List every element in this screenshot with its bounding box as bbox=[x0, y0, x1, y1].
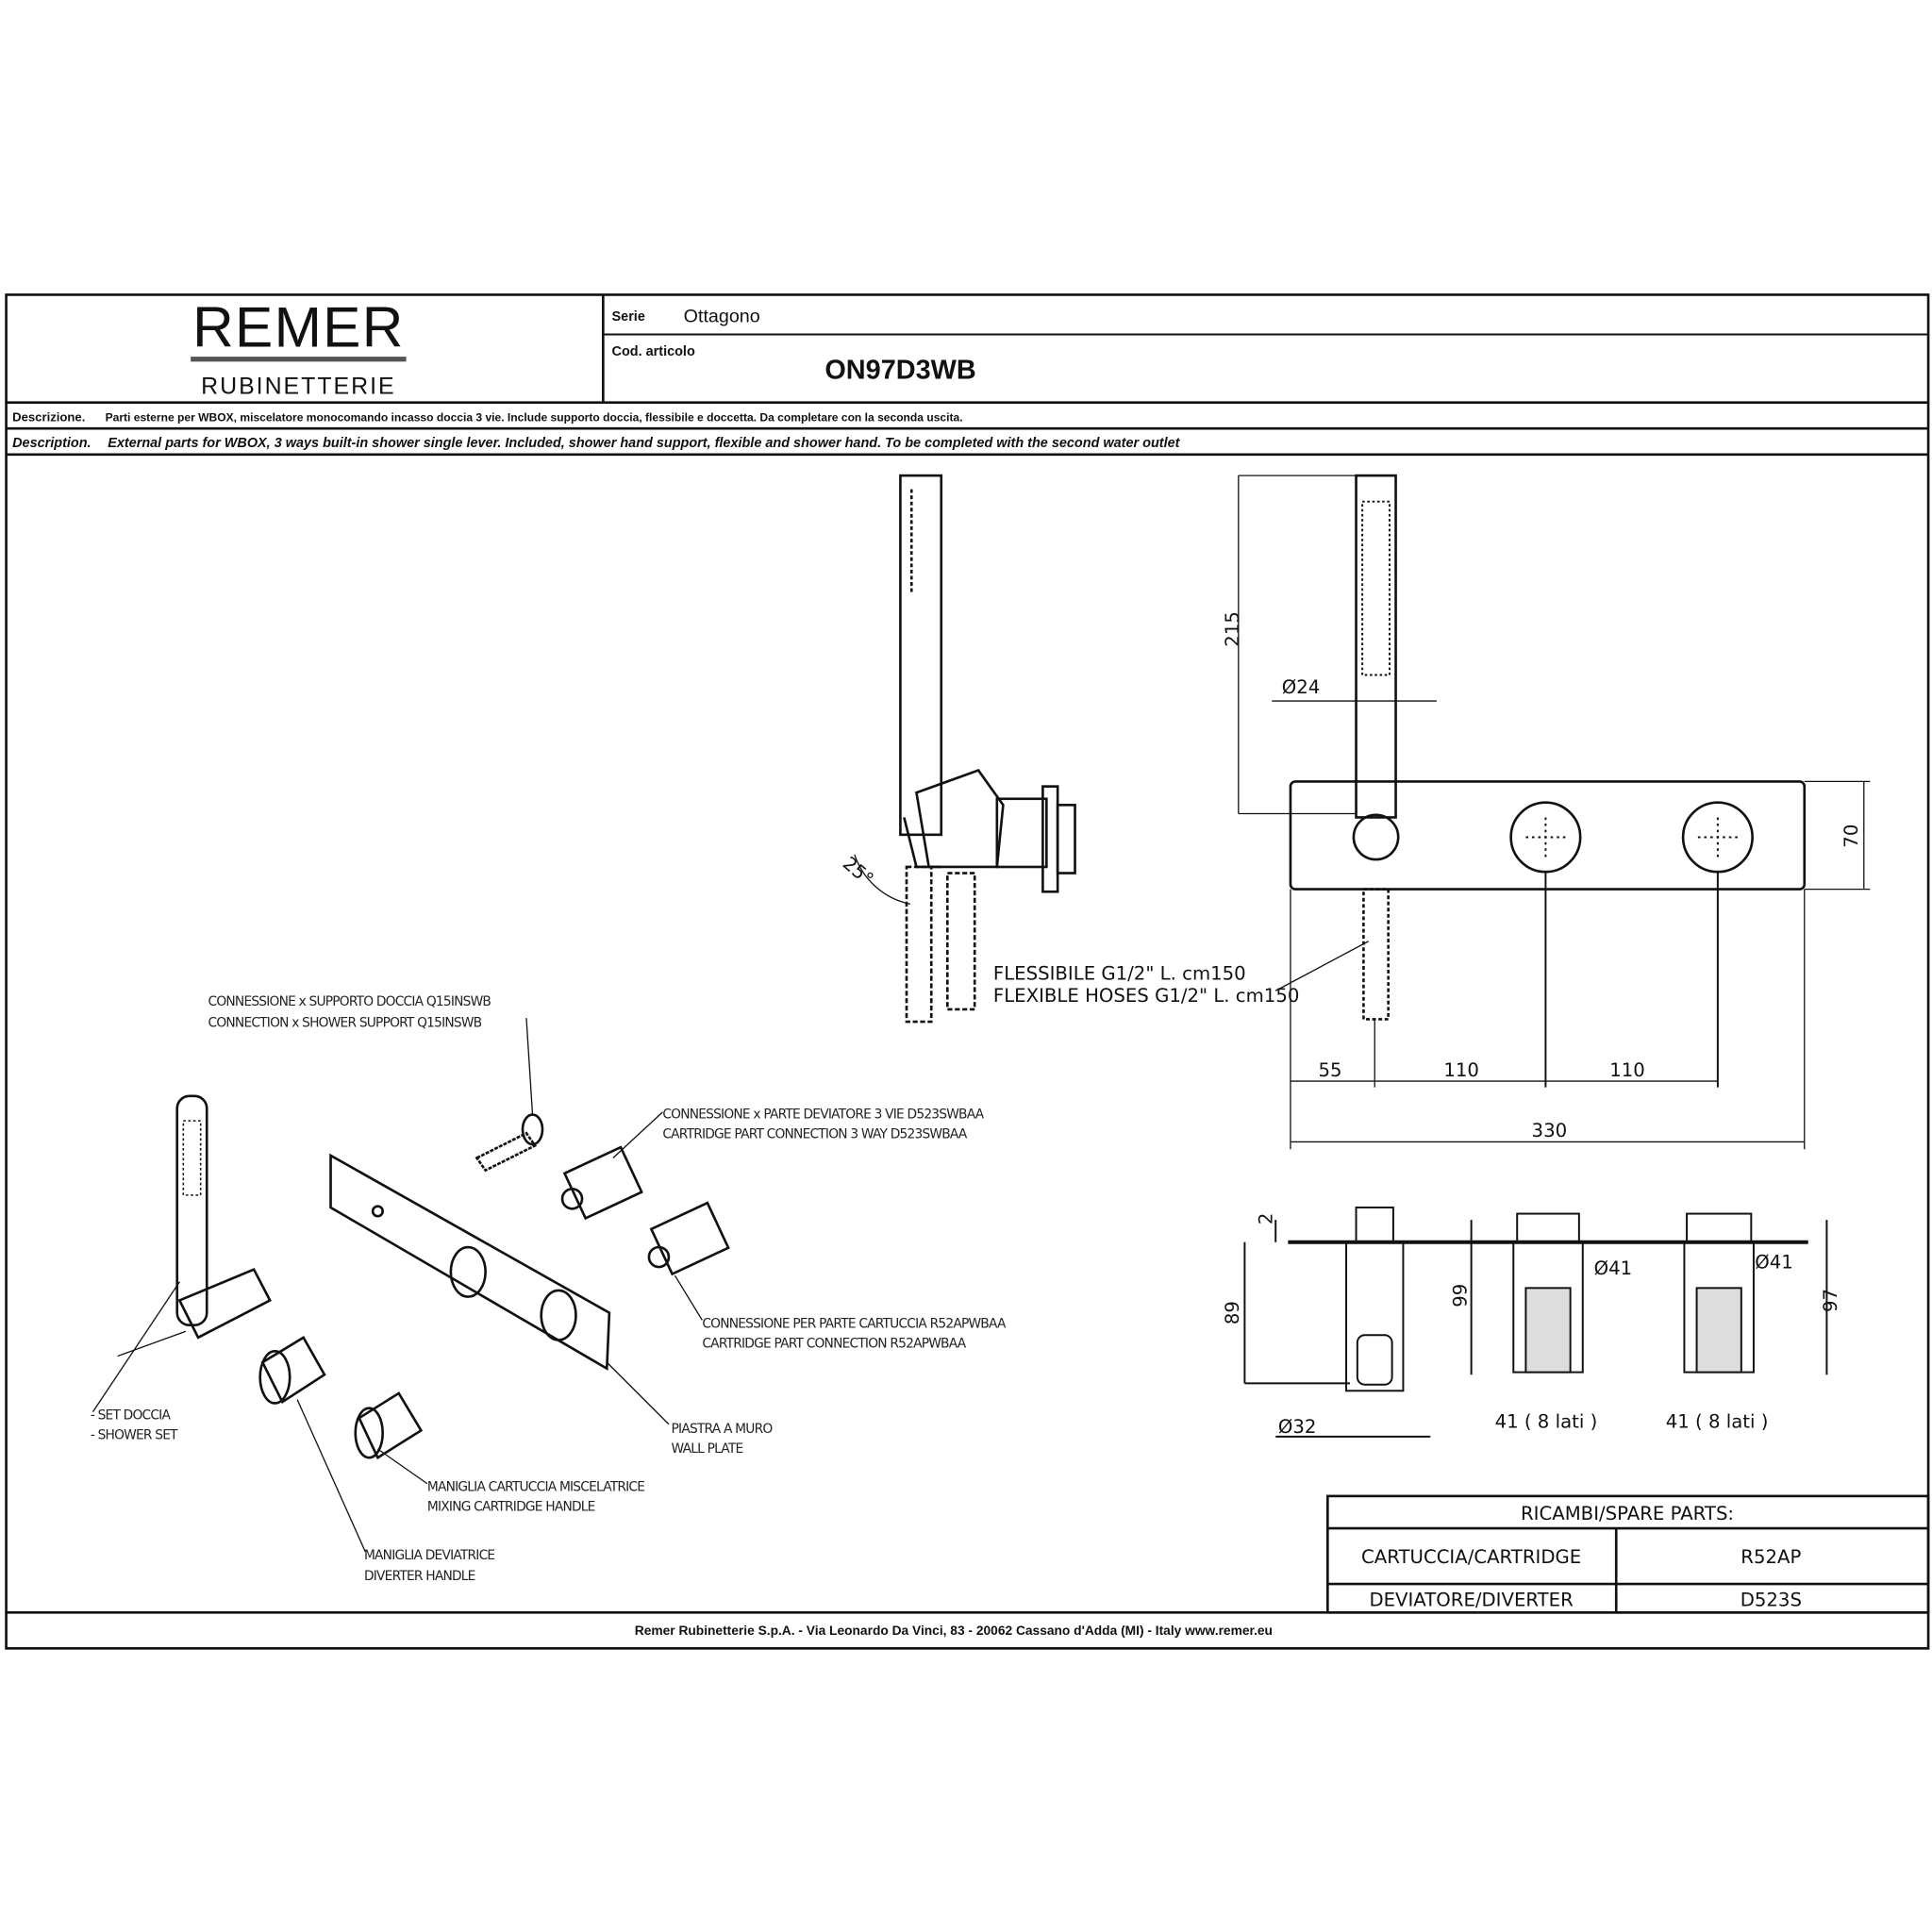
callout-cartridge-en: CARTRIDGE PART CONNECTION R52APWBAA bbox=[702, 1336, 966, 1351]
angle-dimension: 25° bbox=[839, 853, 878, 891]
spare-parts-table: RICAMBI/SPARE PARTS: CARTUCCIA/CARTRIDGE… bbox=[1326, 1494, 1930, 1614]
callout-leader-lines bbox=[92, 1018, 703, 1553]
front-view-drawing bbox=[1289, 474, 1807, 1088]
callout-diverter-en: CARTRIDGE PART CONNECTION 3 WAY D523SWBA… bbox=[662, 1126, 968, 1141]
section-views-drawing bbox=[1243, 1207, 1828, 1438]
callout-wall-plate-en: WALL PLATE bbox=[672, 1441, 743, 1457]
callout-diverter-handle-it: MANIGLIA DEVIATRICE bbox=[364, 1548, 494, 1563]
spare-part-name: DEVIATORE/DIVERTER bbox=[1369, 1590, 1574, 1611]
depth-97-dimension: 97 bbox=[1820, 1289, 1841, 1312]
callout-support-it: CONNESSIONE x SUPPORTO DOCCIA Q15INSWB bbox=[208, 994, 491, 1009]
serie-label: Serie bbox=[612, 309, 645, 325]
diameter-41-a-dimension: Ø41 bbox=[1594, 1257, 1633, 1279]
exploded-view-drawing bbox=[175, 1094, 730, 1460]
description-en-text: External parts for WBOX, 3 ways built-in… bbox=[108, 436, 1180, 451]
callout-cartridge-it: CONNESSIONE PER PARTE CARTUCCIA R52APWBA… bbox=[702, 1316, 1007, 1331]
spare-part-name: CARTUCCIA/CARTRIDGE bbox=[1361, 1546, 1581, 1568]
callout-mixing-handle-en: MIXING CARTRIDGE HANDLE bbox=[427, 1500, 595, 1515]
dimension-330: 330 bbox=[1532, 1120, 1568, 1141]
callout-diverter-handle-en: DIVERTER HANDLE bbox=[364, 1569, 475, 1584]
description-it-text: Parti esterne per WBOX, miscelatore mono… bbox=[106, 410, 963, 424]
handle-diameter-dimension: Ø24 bbox=[1282, 676, 1321, 698]
brand-logo: REMER RUBINETTERIE bbox=[191, 295, 407, 399]
handle-height-dimension: 215 bbox=[1222, 611, 1243, 647]
hose-label-it: FLESSIBILE G1/2" L. cm150 bbox=[993, 962, 1246, 984]
diameter-41-b-dimension: Ø41 bbox=[1755, 1251, 1793, 1273]
description-en-label: Description. bbox=[12, 436, 91, 451]
depth-89-dimension: 89 bbox=[1222, 1301, 1243, 1324]
brand-subtitle: RUBINETTERIE bbox=[201, 373, 396, 399]
side-view-drawing bbox=[854, 474, 1076, 1024]
sheet-frame bbox=[5, 293, 1930, 1650]
diameter-32-dimension: Ø32 bbox=[1278, 1416, 1317, 1438]
width-41-b-dimension: 41 ( 8 lati ) bbox=[1666, 1411, 1769, 1433]
dimension-55: 55 bbox=[1318, 1059, 1341, 1081]
width-41-a-dimension: 41 ( 8 lati ) bbox=[1495, 1411, 1598, 1433]
spare-part-code: R52AP bbox=[1740, 1546, 1801, 1568]
callout-wall-plate-it: PIASTRA A MURO bbox=[672, 1422, 774, 1437]
spare-part-code: D523S bbox=[1740, 1590, 1802, 1611]
description-it-label: Descrizione. bbox=[12, 409, 85, 424]
plate-height-dimension: 70 bbox=[1840, 824, 1862, 848]
spare-parts-title: RICAMBI/SPARE PARTS: bbox=[1521, 1503, 1734, 1524]
callout-support-en: CONNECTION x SHOWER SUPPORT Q15INSWB bbox=[208, 1015, 482, 1030]
code-value: ON97D3WB bbox=[824, 356, 975, 386]
dimension-110-b: 110 bbox=[1609, 1059, 1645, 1081]
depth-99-dimension: 99 bbox=[1449, 1284, 1471, 1307]
plate-thickness-dimension: 2 bbox=[1255, 1213, 1276, 1225]
brand-name: REMER bbox=[192, 295, 405, 359]
callout-shower-set-it: - SET DOCCIA bbox=[91, 1407, 172, 1423]
front-view-dimension-lines bbox=[1238, 475, 1871, 1150]
dimension-110-a: 110 bbox=[1443, 1059, 1479, 1081]
hose-label-en: FLEXIBLE HOSES G1/2" L. cm150 bbox=[993, 985, 1300, 1007]
callout-shower-set-en: - SHOWER SET bbox=[91, 1427, 178, 1442]
serie-value: Ottagono bbox=[684, 306, 760, 326]
callout-mixing-handle-it: MANIGLIA CARTUCCIA MISCELATRICE bbox=[427, 1480, 644, 1495]
callout-diverter-it: CONNESSIONE x PARTE DEVIATORE 3 VIE D523… bbox=[662, 1107, 984, 1122]
footer-address: Remer Rubinetterie S.p.A. - Via Leonardo… bbox=[635, 1624, 1273, 1638]
code-label: Cod. articolo bbox=[612, 344, 695, 359]
